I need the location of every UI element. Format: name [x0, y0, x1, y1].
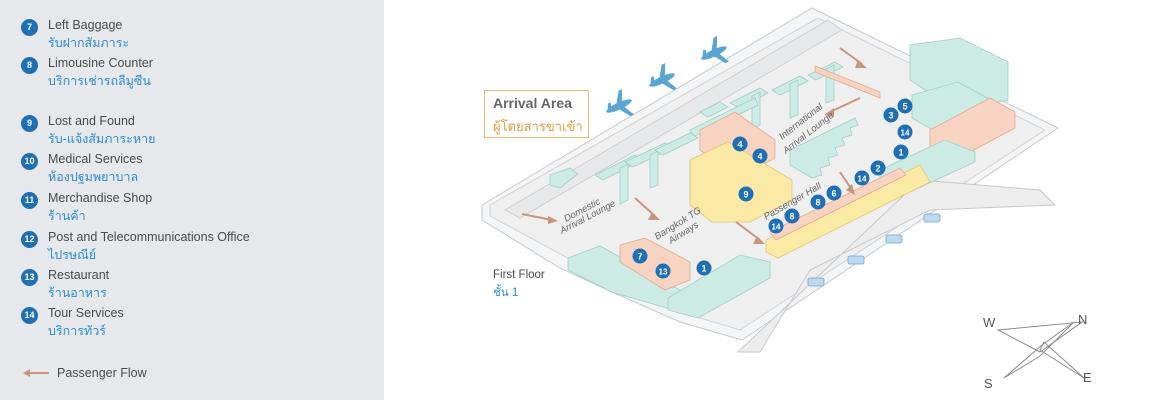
- map-marker[interactable]: 14: [897, 124, 913, 140]
- car-icon: [847, 255, 865, 265]
- svg-text:6: 6: [831, 189, 836, 199]
- legend-number: 11: [21, 192, 38, 209]
- car-icon: [807, 277, 825, 287]
- arrival-area-box: Arrival Area ผู้โดยสารขาเข้า: [484, 90, 589, 138]
- terminal-map: Domestic Arrival Lounge Bangkok TG Airwa…: [481, 7, 1092, 391]
- svg-text:14: 14: [772, 223, 781, 232]
- map-marker[interactable]: 7: [632, 248, 648, 264]
- arrival-area-title: Arrival Area: [493, 95, 572, 111]
- legend-label-en: Limousine Counter: [48, 56, 153, 70]
- svg-text:8: 8: [815, 198, 820, 208]
- legend-label-th: ร้านค้า: [48, 209, 86, 223]
- passenger-flow-arrowheads: [548, 60, 867, 244]
- legend-label-th: รับฝากสัมภาระ: [48, 36, 130, 50]
- svg-text:7: 7: [637, 252, 642, 262]
- map-markers: 4 4 9 5 3 14 1 2 14 6 8 8 14 7 13 1: [632, 98, 913, 279]
- legend-number: 10: [21, 153, 38, 170]
- international-lounge-gates: [789, 117, 859, 179]
- map-marker[interactable]: 1: [893, 144, 909, 160]
- map-marker[interactable]: 14: [854, 170, 870, 186]
- map-marker[interactable]: 13: [655, 263, 671, 279]
- salmon-strip-passenger-hall: [769, 167, 907, 241]
- map-marker[interactable]: 9: [738, 186, 754, 202]
- legend-label-th: บริการเช่ารถลีมูซีน: [48, 74, 151, 88]
- jet-bridges-lower: [549, 132, 699, 205]
- curbside-road: [736, 179, 1057, 353]
- map-marker[interactable]: 2: [870, 160, 886, 176]
- map-marker[interactable]: 8: [784, 208, 800, 224]
- svg-text:4: 4: [737, 140, 742, 150]
- legend-number: 9: [21, 115, 38, 132]
- legend-label-th: ไปรษณีย์: [48, 248, 97, 262]
- map-marker[interactable]: 8: [810, 194, 826, 210]
- legend-label-en: Left Baggage: [48, 18, 123, 32]
- svg-text:2: 2: [875, 164, 880, 174]
- legend-panel: 7 Left Baggage รับฝากสัมภาระ 8 Limousine…: [0, 0, 384, 400]
- svg-text:3: 3: [888, 111, 893, 121]
- legend-label-en: Post and Telecommunications Office: [48, 230, 250, 244]
- legend-label-passenger-flow: Passenger Flow: [57, 366, 147, 380]
- compass-e: E: [1083, 370, 1092, 385]
- legend-label-en: Tour Services: [48, 306, 124, 320]
- legend-label-th: ห้องปฐมพยาบาล: [48, 170, 139, 184]
- legend-number: 14: [21, 307, 38, 324]
- car-icon: [923, 213, 941, 223]
- passenger-flow-arrow-icon: [23, 369, 49, 377]
- svg-text:5: 5: [902, 102, 907, 112]
- svg-text:9: 9: [743, 190, 748, 200]
- map-marker[interactable]: 5: [897, 98, 913, 114]
- floor-label-en: First Floor: [493, 269, 545, 281]
- upper-wall-band: [504, 19, 843, 219]
- map-marker[interactable]: 6: [826, 185, 842, 201]
- legend-label-en: Lost and Found: [48, 114, 135, 128]
- vehicle-icons: [807, 213, 941, 287]
- airplane-icon: [701, 36, 729, 64]
- legend-label-en: Restaurant: [48, 268, 110, 282]
- svg-text:14: 14: [858, 175, 867, 184]
- airplane-icon: [606, 89, 634, 117]
- svg-text:1: 1: [898, 148, 903, 158]
- legend-number: 7: [21, 19, 38, 36]
- compass-w: W: [983, 315, 996, 330]
- legend-label-th: บริการทัวร์: [48, 324, 106, 338]
- svg-text:1: 1: [701, 264, 706, 274]
- map-marker[interactable]: 3: [883, 107, 899, 123]
- compass-s: S: [984, 376, 993, 391]
- airplane-icon: [649, 63, 677, 91]
- legend-label-th: ร้านอาหาร: [48, 286, 107, 300]
- legend-number: 12: [21, 231, 38, 248]
- legend-number: 8: [21, 57, 38, 74]
- legend-number: 13: [21, 269, 38, 286]
- map-marker[interactable]: 4: [752, 148, 768, 164]
- car-icon: [885, 234, 903, 244]
- legend-label-th: รับ-แจ้งสัมภาระหาย: [48, 132, 156, 146]
- svg-text:14: 14: [901, 129, 910, 138]
- svg-text:4: 4: [757, 152, 762, 162]
- floor-label-th: ชั้น 1: [493, 287, 519, 299]
- map-marker[interactable]: 14: [768, 218, 784, 234]
- legend-label-en: Medical Services: [48, 152, 143, 166]
- svg-text:8: 8: [789, 212, 794, 222]
- map-marker[interactable]: 4: [732, 136, 748, 152]
- map-marker[interactable]: 1: [696, 260, 712, 276]
- svg-text:13: 13: [659, 268, 668, 277]
- arrival-area-thai: ผู้โดยสารขาเข้า: [493, 119, 583, 134]
- salmon-strip-top: [814, 65, 881, 99]
- compass-n: N: [1078, 312, 1087, 327]
- airplane-icons: [606, 36, 729, 117]
- teal-block-lower-center: [667, 254, 771, 319]
- legend-label-en: Merchandise Shop: [48, 191, 153, 205]
- compass-icon: W N S E: [983, 312, 1092, 391]
